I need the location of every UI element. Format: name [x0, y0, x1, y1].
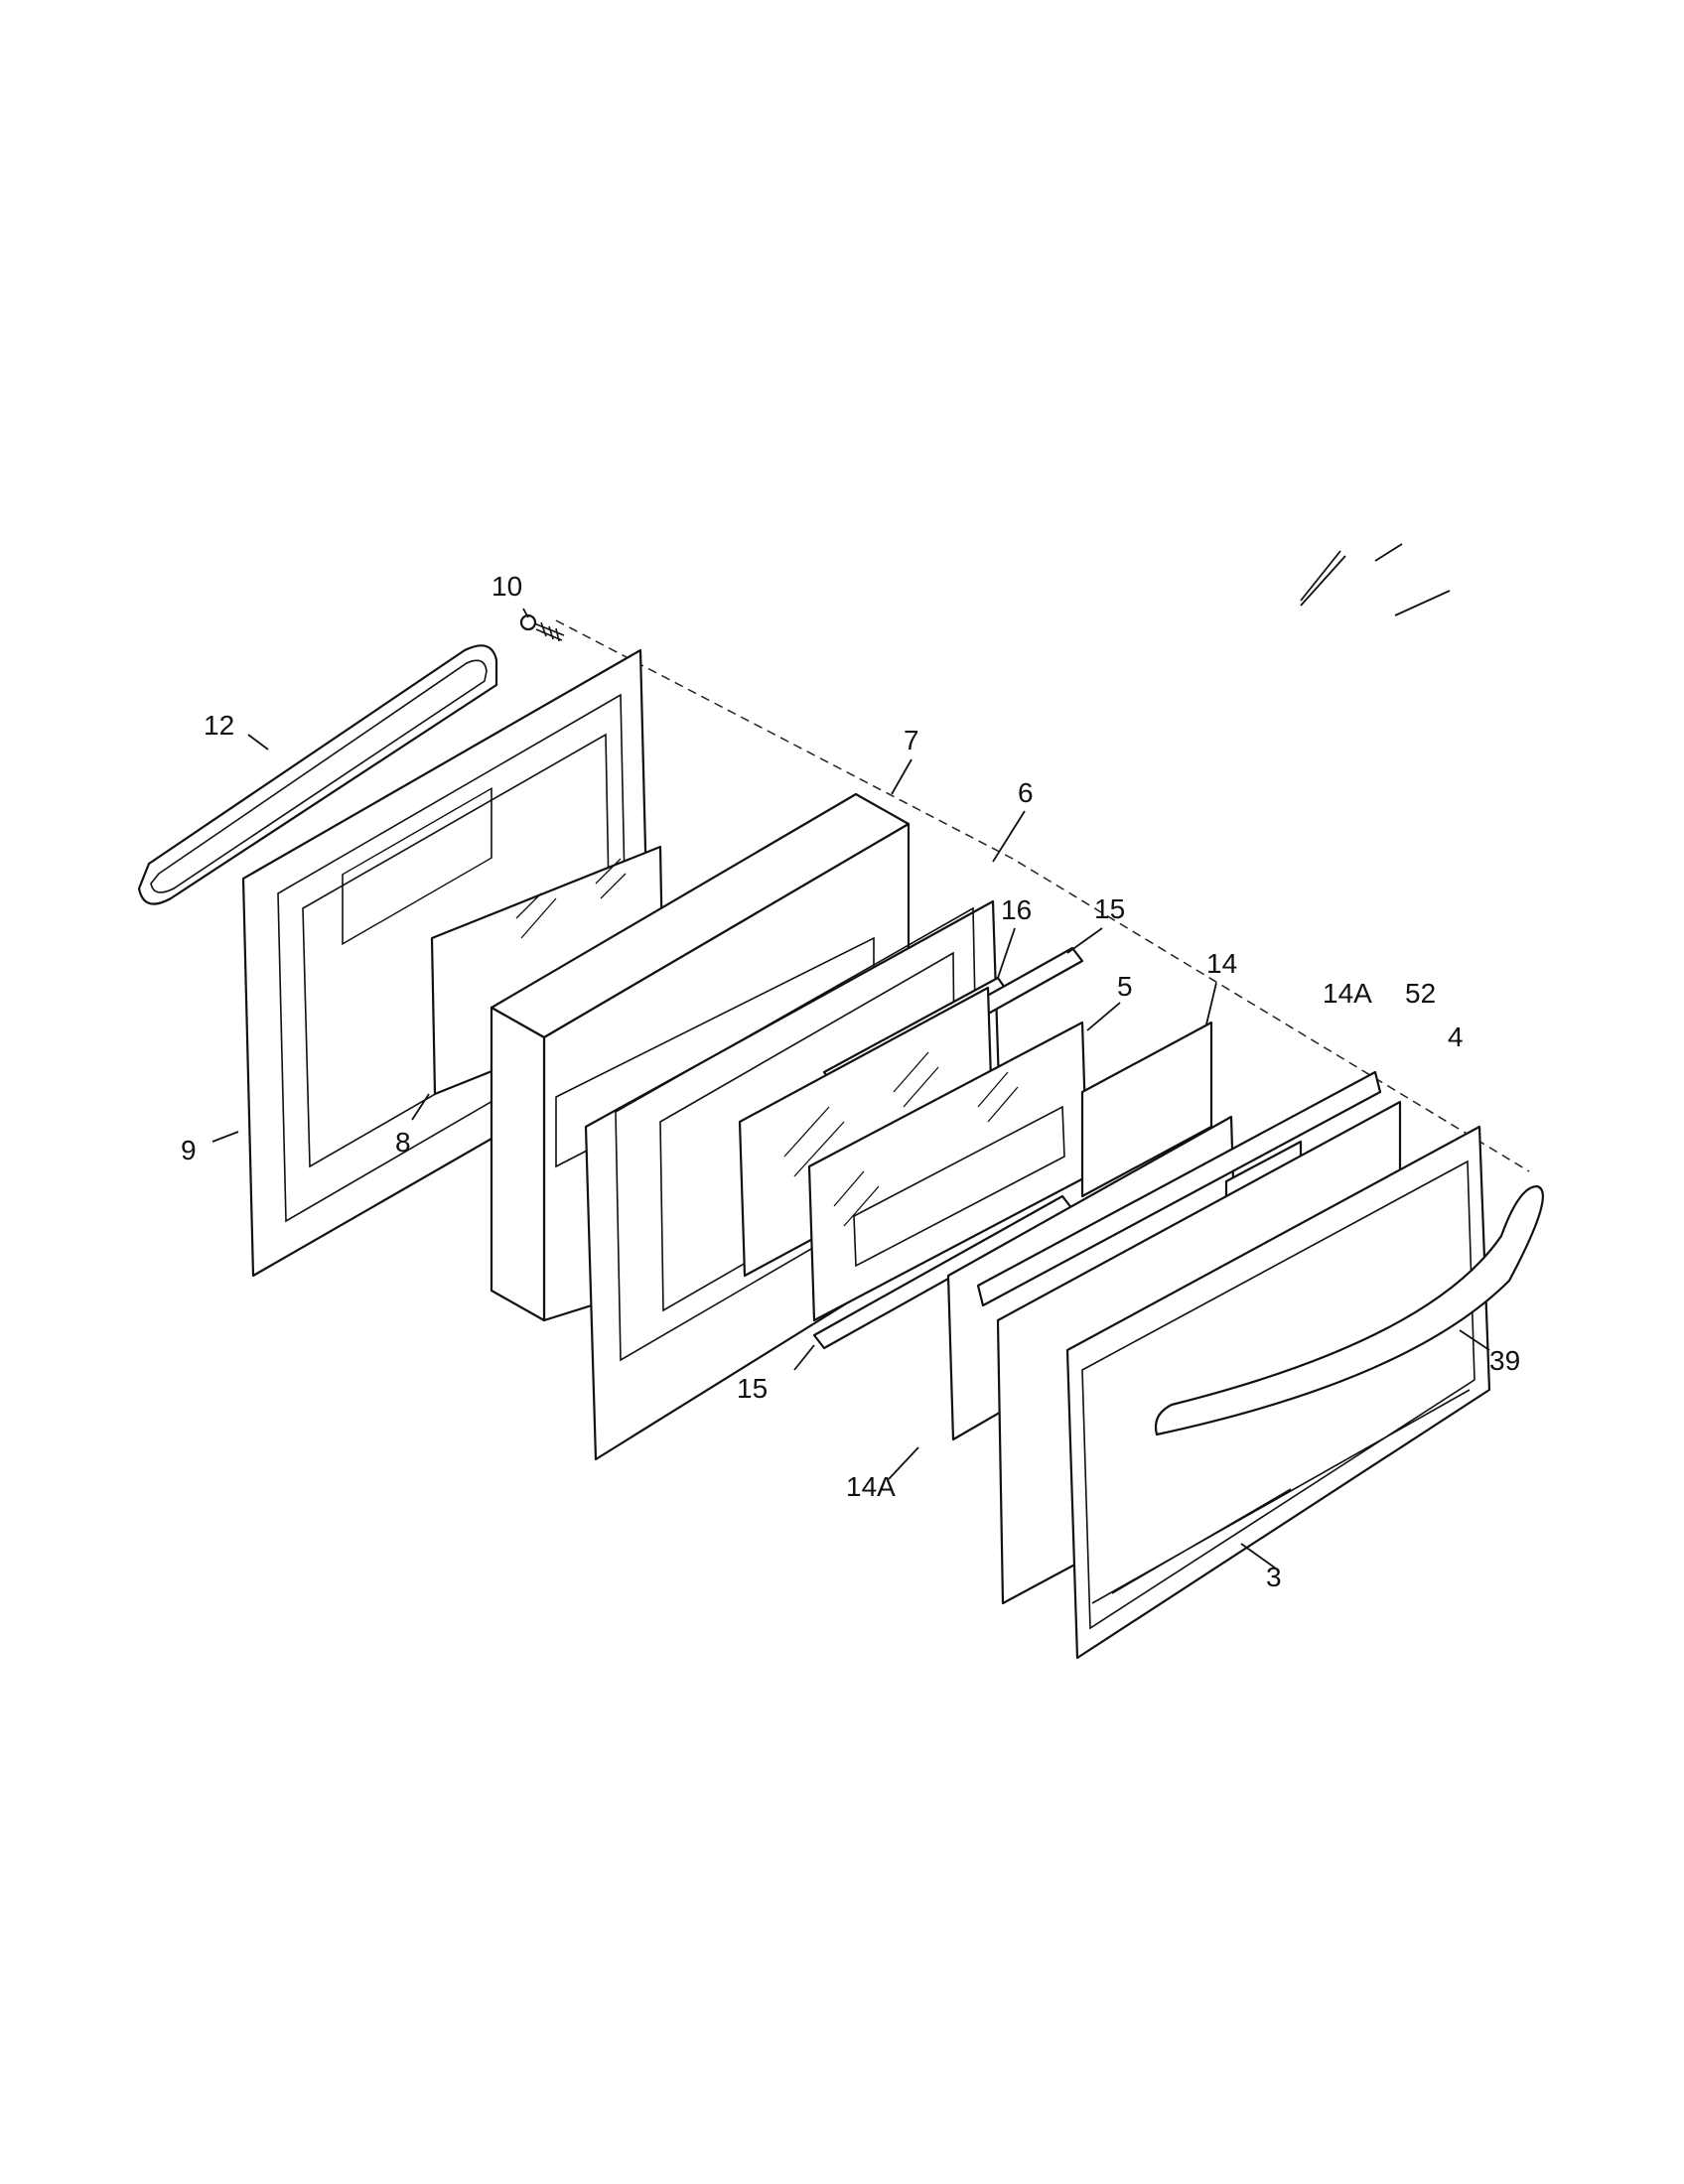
- leader-lines: [211, 543, 1490, 1570]
- label-9: 9: [181, 1135, 197, 1165]
- label-39: 39: [1489, 1345, 1520, 1376]
- bracket-52: [976, 1070, 1382, 1307]
- label-7: 7: [904, 725, 919, 755]
- label-14a-bottom: 14A: [846, 1471, 896, 1502]
- label-12: 12: [204, 710, 234, 741]
- label-6: 6: [1018, 777, 1034, 808]
- label-15-bottom: 15: [737, 1373, 768, 1404]
- label-14: 14: [1206, 948, 1237, 979]
- label-14a-top: 14A: [1323, 978, 1372, 1009]
- label-10: 10: [491, 571, 522, 602]
- label-5: 5: [1117, 971, 1133, 1002]
- door-handle: [1154, 1184, 1544, 1436]
- label-4: 4: [1448, 1022, 1464, 1052]
- door-gasket: [137, 644, 498, 905]
- screw: [519, 614, 565, 642]
- label-8: 8: [395, 1127, 411, 1158]
- part-labels: 10 12 9 8 7 6 16 15 5 14 14A 52 4 39 15 …: [181, 571, 1520, 1592]
- label-15-top: 15: [1094, 893, 1125, 924]
- label-3: 3: [1266, 1562, 1282, 1592]
- label-52: 52: [1405, 978, 1436, 1009]
- label-16: 16: [1001, 894, 1032, 925]
